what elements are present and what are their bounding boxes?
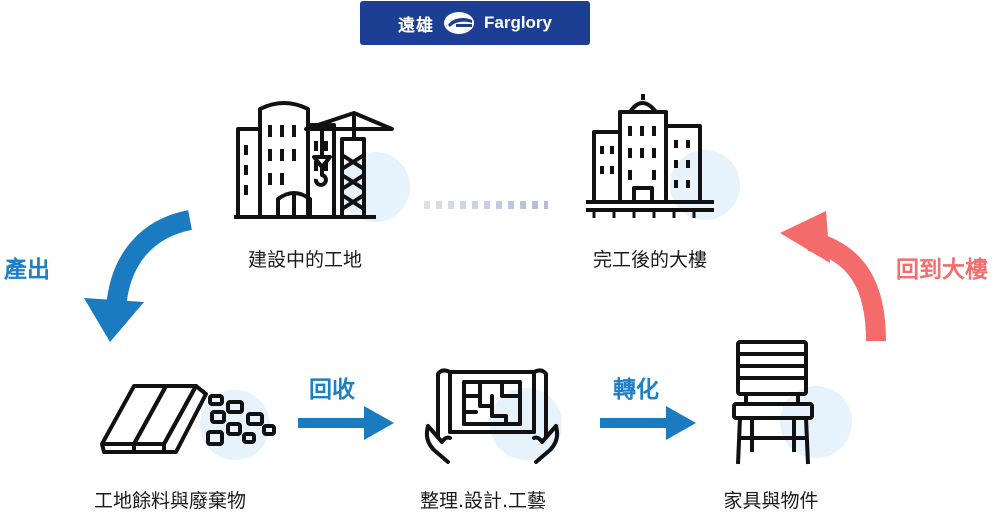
farglory-emblem-icon — [443, 12, 474, 34]
logo-english-text: Farglory — [483, 13, 553, 32]
return-arrow — [780, 211, 886, 342]
stage-label-waste: 工地餘料與廢棄物 — [93, 490, 247, 512]
produce-arrow — [84, 210, 193, 342]
transform-arrow — [600, 406, 696, 440]
construction-site-icon — [234, 101, 394, 219]
farglory-logo: 遠雄 Farglory — [360, 1, 590, 45]
stage-label-building: 完工後的大樓 — [592, 249, 708, 271]
lumber-waste-icon — [100, 384, 276, 454]
stage-label-furniture: 家具與物件 — [723, 490, 819, 512]
chair-icon — [732, 340, 814, 465]
logo-chinese-text: 遠雄 — [397, 15, 434, 36]
dotted-connector-gradient — [424, 201, 548, 209]
action-recycle: 回收 — [309, 377, 355, 403]
recycle-arrow — [298, 406, 394, 440]
stage-label-construction: 建設中的工地 — [247, 249, 363, 271]
blueprint-icon — [424, 368, 560, 464]
action-return: 回到大樓 — [896, 257, 988, 283]
action-transform: 轉化 — [613, 377, 659, 403]
action-produce: 產出 — [4, 257, 50, 283]
completed-building-icon — [586, 94, 714, 218]
stage-label-design: 整理.設計.工藝 — [419, 490, 547, 512]
